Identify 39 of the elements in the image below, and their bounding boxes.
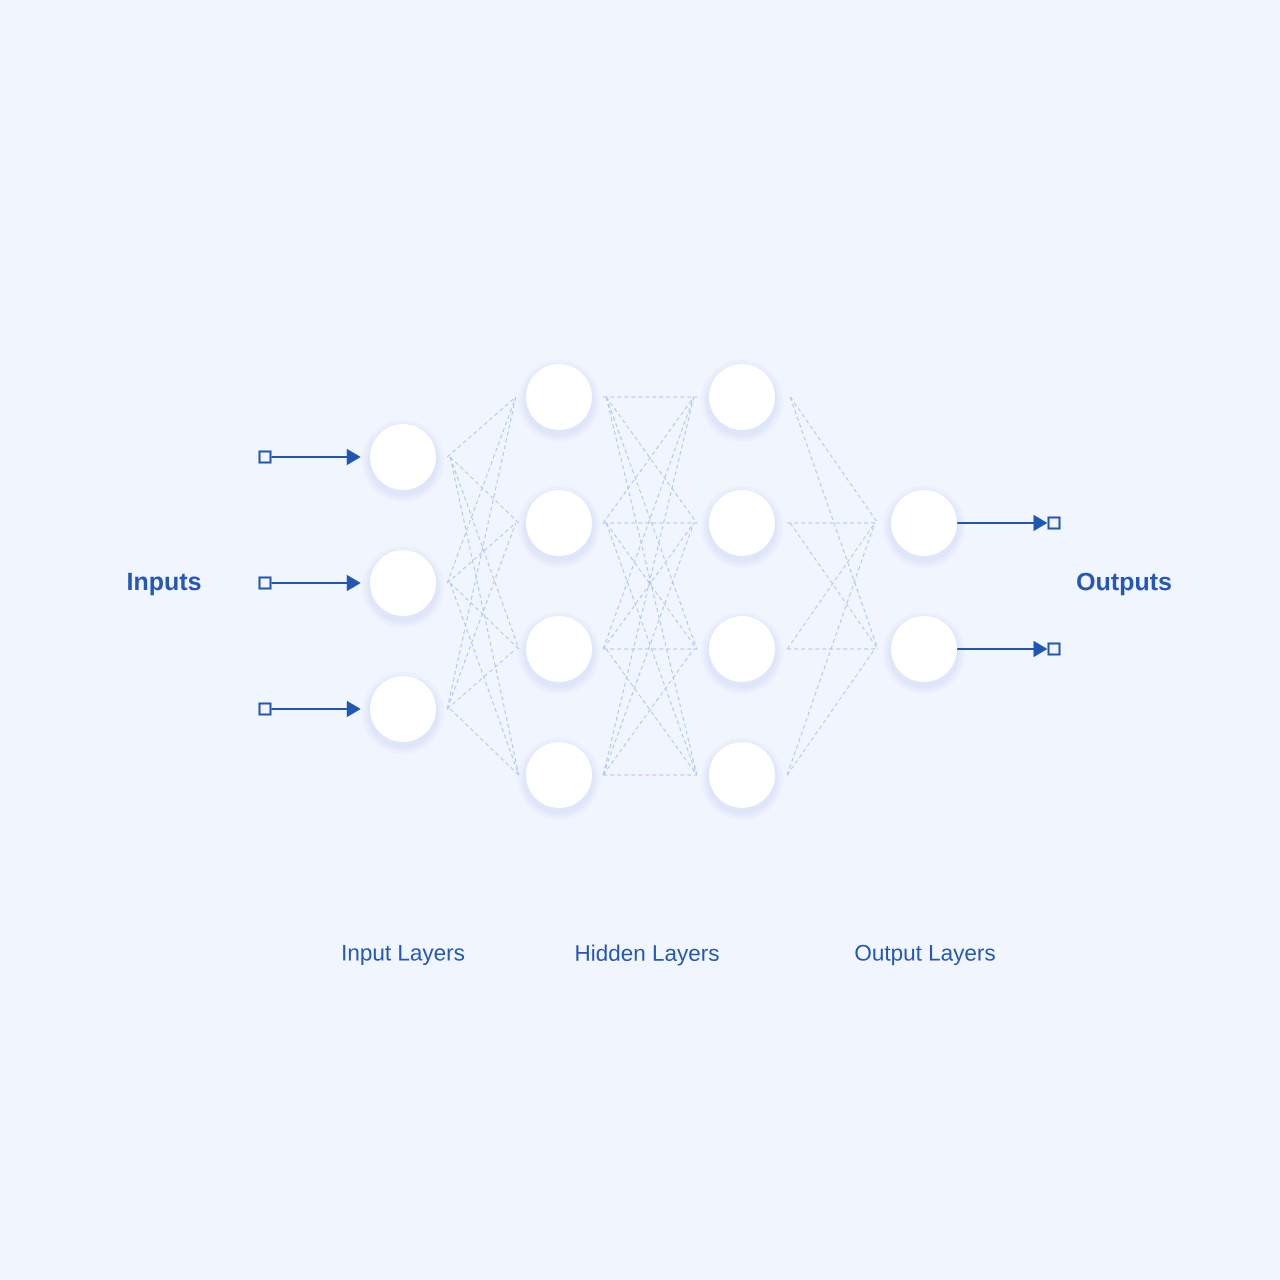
neuron-circle [701, 360, 783, 442]
dashed-line [789, 396, 879, 650]
layer-label: Input Layers [343, 944, 465, 966]
port-square [258, 702, 272, 716]
dashed-line [786, 522, 876, 776]
dashed-line [449, 456, 520, 776]
dashed-line [602, 522, 698, 524]
dashed-line [446, 396, 517, 584]
dashed-line [602, 648, 698, 650]
dashed-line [449, 582, 520, 776]
port-square [258, 576, 272, 590]
dashed-line [449, 582, 520, 650]
layer-label: Hidden Layers [576, 944, 719, 966]
dashed-line [446, 522, 517, 710]
neuron-circle [701, 486, 783, 568]
port-square [258, 450, 272, 464]
port-square [1047, 516, 1061, 530]
dashed-line [602, 774, 698, 776]
dashed-line [449, 708, 520, 776]
neuron-circle [883, 612, 965, 694]
dashed-line [449, 456, 520, 524]
dashed-line [449, 456, 520, 650]
neuron-circle [362, 672, 444, 754]
port-square [1047, 642, 1061, 656]
dashed-line [786, 648, 876, 776]
neuron-circle [883, 486, 965, 568]
neuron-circle [518, 612, 600, 694]
neuron-circle [362, 546, 444, 628]
neuron-circle [518, 360, 600, 442]
neuron-circle [701, 738, 783, 820]
neuron-circle [362, 420, 444, 502]
neuron-circle [518, 486, 600, 568]
side-label: Inputs [128, 572, 201, 596]
side-label: Outputs [1077, 572, 1171, 596]
dashed-line [602, 396, 698, 398]
neuron-circle [701, 612, 783, 694]
neuron-circle [518, 738, 600, 820]
layer-label: Output Layers [855, 944, 995, 966]
dashed-line [789, 396, 879, 524]
